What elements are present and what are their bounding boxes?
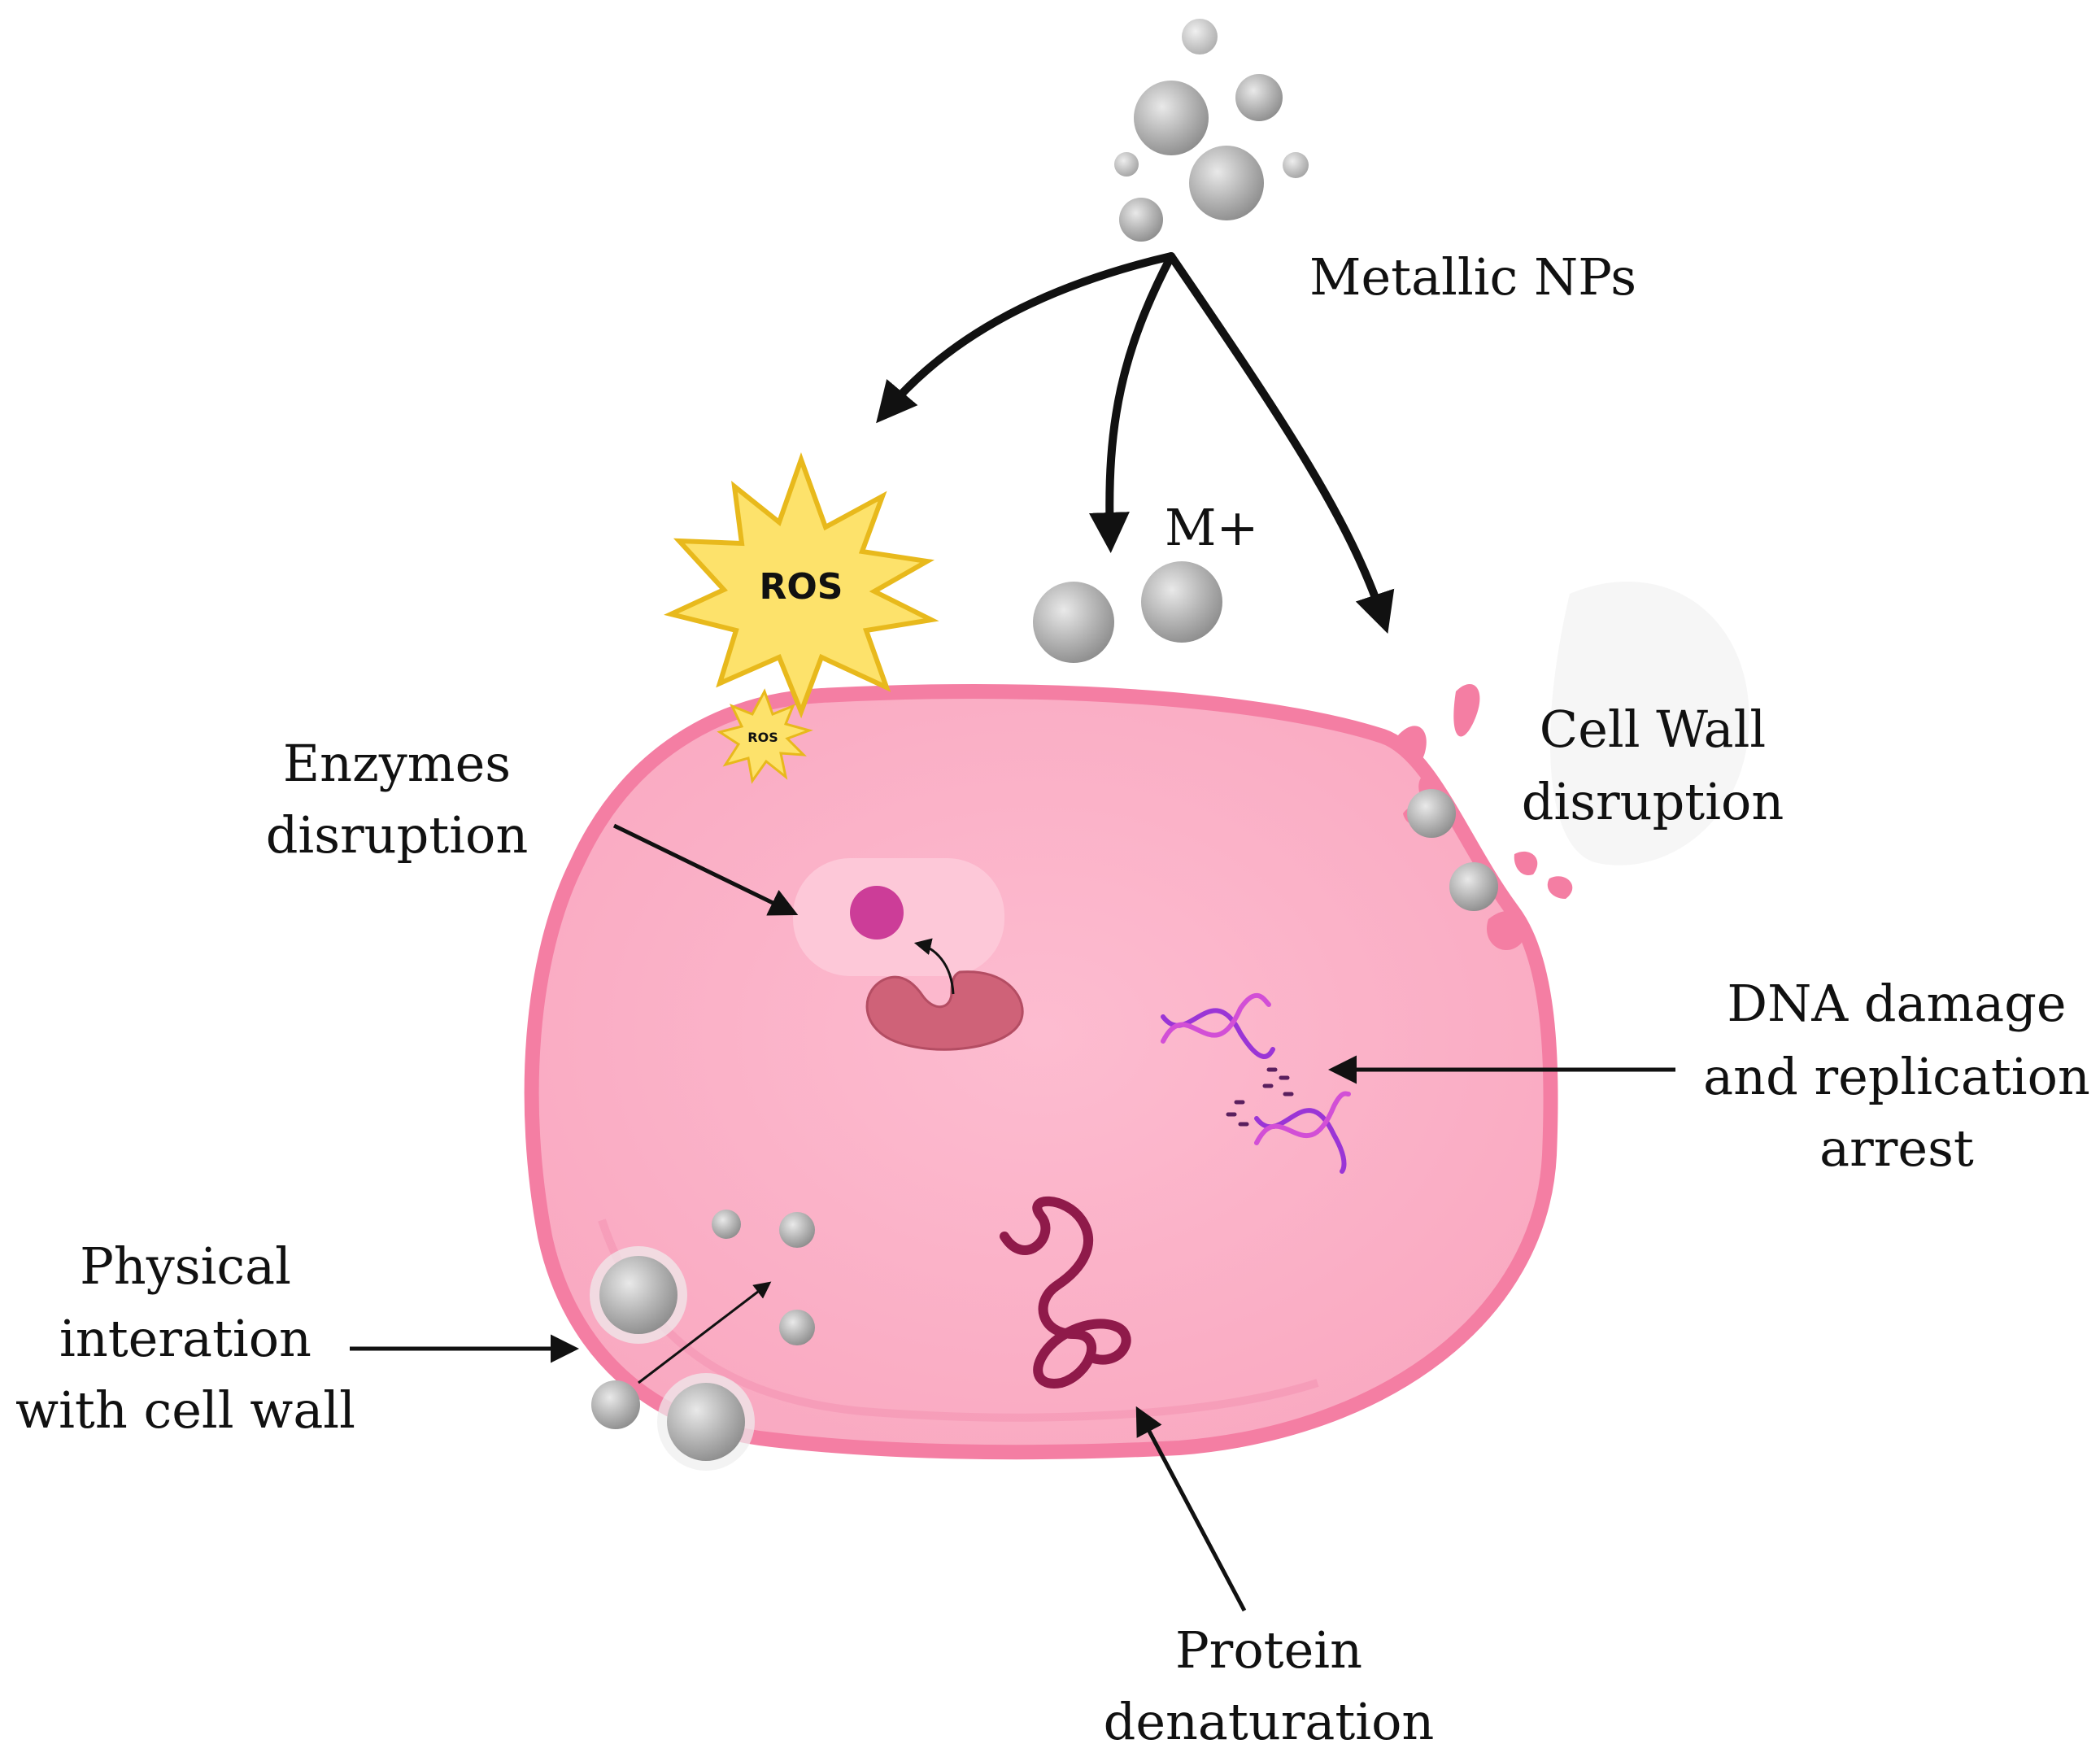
arrow-to-cell-wall bbox=[1167, 252, 1395, 634]
dna-damaged bbox=[1161, 992, 1351, 1174]
label-arrows bbox=[350, 823, 1675, 1612]
svg-text:disruption: disruption bbox=[266, 805, 529, 865]
svg-text:disruption: disruption bbox=[1522, 772, 1784, 831]
arrow-to-ros bbox=[876, 252, 1175, 424]
svg-text:Cell Wall: Cell Wall bbox=[1540, 700, 1766, 759]
label-dna-damage: DNA damage and replication arrest bbox=[1703, 974, 2090, 1178]
svg-text:Enzymes: Enzymes bbox=[283, 734, 511, 793]
svg-text:DNA damage: DNA damage bbox=[1727, 974, 2066, 1033]
metallic-nanoparticles-cluster bbox=[1114, 19, 1309, 242]
svg-text:and replication: and replication bbox=[1703, 1047, 2090, 1106]
metal-ions bbox=[1033, 561, 1222, 663]
enzyme-complex bbox=[793, 858, 1024, 1051]
arrow-enzymes bbox=[612, 823, 799, 916]
arrow-np-entry bbox=[638, 1281, 772, 1384]
bacterial-cell bbox=[524, 684, 1558, 1460]
svg-text:denaturation: denaturation bbox=[1104, 1692, 1435, 1751]
ros-star-large: ROS bbox=[664, 452, 939, 719]
arrow-protein bbox=[1135, 1406, 1247, 1612]
denatured-protein bbox=[1000, 1196, 1131, 1389]
label-enzymes-disruption: Enzymes disruption bbox=[266, 734, 529, 865]
label-m-plus: M+ bbox=[1165, 498, 1258, 557]
label-protein-denaturation: Protein denaturation bbox=[1104, 1620, 1435, 1751]
cell-wall-halo bbox=[1550, 582, 1749, 865]
ros-label-small: ROS bbox=[747, 730, 778, 745]
ros-label-large: ROS bbox=[760, 566, 843, 608]
substrate bbox=[850, 886, 904, 940]
label-cell-wall-disruption: Cell Wall disruption bbox=[1522, 700, 1784, 831]
svg-text:interation: interation bbox=[59, 1309, 312, 1368]
arrow-to-m-plus bbox=[1088, 252, 1175, 553]
svg-text:arrest: arrest bbox=[1819, 1118, 1974, 1178]
main-arrows bbox=[876, 252, 1395, 634]
label-metallic-nps: Metallic NPs bbox=[1309, 247, 1636, 307]
label-physical-interaction: Physical interation with cell wall bbox=[15, 1236, 355, 1440]
physical-interaction-nanoparticles bbox=[590, 1210, 815, 1471]
svg-text:Physical: Physical bbox=[80, 1236, 291, 1296]
svg-text:with cell wall: with cell wall bbox=[15, 1380, 355, 1440]
ros-star-small: ROS bbox=[717, 688, 813, 784]
enzyme bbox=[865, 970, 1024, 1051]
svg-text:Protein: Protein bbox=[1175, 1620, 1362, 1680]
cell-wall-nanoparticles bbox=[1407, 789, 1498, 911]
